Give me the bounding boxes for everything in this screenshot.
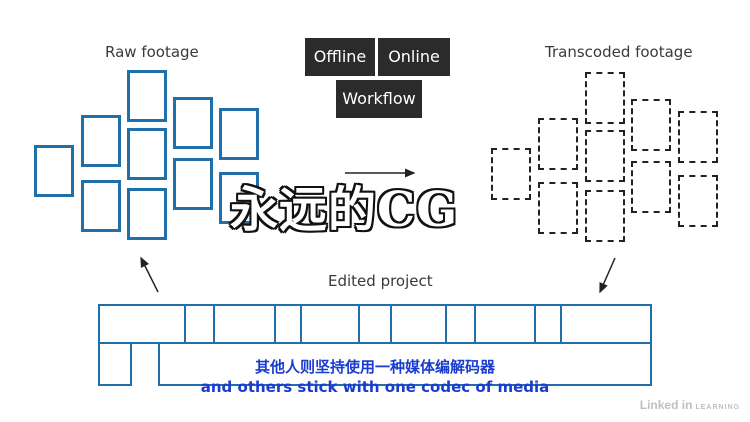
timeline-block: [98, 342, 132, 386]
transcoded-clip: [678, 111, 718, 163]
up-left-arrow: [140, 256, 159, 293]
subtitle-zh: 其他人则坚持使用一种媒体编解码器: [254, 358, 495, 376]
raw-clip: [81, 115, 121, 167]
timeline-block: [474, 304, 536, 344]
timeline-block: [390, 304, 447, 344]
raw-clip: [34, 145, 74, 197]
timeline-block: [445, 304, 476, 344]
transcoded-clip: [678, 175, 718, 227]
watermark-text: 永远的CG: [230, 182, 459, 238]
subtitle-en: and others stick with one codec of media: [200, 378, 550, 396]
raw-clip: [127, 70, 167, 122]
timeline-block: [534, 304, 562, 344]
timeline-block: [158, 342, 652, 386]
raw-clip: [219, 172, 259, 224]
timeline-block: [213, 304, 276, 344]
transcoded-clip: [631, 161, 671, 213]
transcoded-clip: [585, 130, 625, 182]
timeline-block: [274, 304, 302, 344]
transcoded-clip: [491, 148, 531, 200]
workflow-tag: Workflow: [336, 80, 422, 118]
raw-clip: [81, 180, 121, 232]
offline-tag: Offline: [305, 38, 375, 76]
timeline-block: [358, 304, 392, 344]
raw-clip: [127, 128, 167, 180]
transcoded-clip: [538, 182, 578, 234]
timeline-block: [300, 304, 360, 344]
raw-clip: [127, 188, 167, 240]
timeline-block: [184, 304, 215, 344]
edited-project-label: Edited project: [328, 272, 433, 290]
timeline-block: [98, 304, 186, 344]
raw-footage-label: Raw footage: [105, 43, 199, 61]
down-right-arrow: [599, 257, 616, 294]
raw-clip: [173, 158, 213, 210]
raw-clip: [173, 97, 213, 149]
transcoded-footage-label: Transcoded footage: [545, 43, 693, 61]
online-tag: Online: [378, 38, 450, 76]
transcoded-clip: [585, 190, 625, 242]
brand-name: Linked in: [639, 398, 693, 412]
brand-suffix: LEARNING: [695, 404, 740, 411]
transcoded-clip: [631, 99, 671, 151]
raw-clip: [219, 108, 259, 160]
transcoded-clip: [585, 72, 625, 124]
transcoded-clip: [538, 118, 578, 170]
timeline-block: [560, 304, 652, 344]
